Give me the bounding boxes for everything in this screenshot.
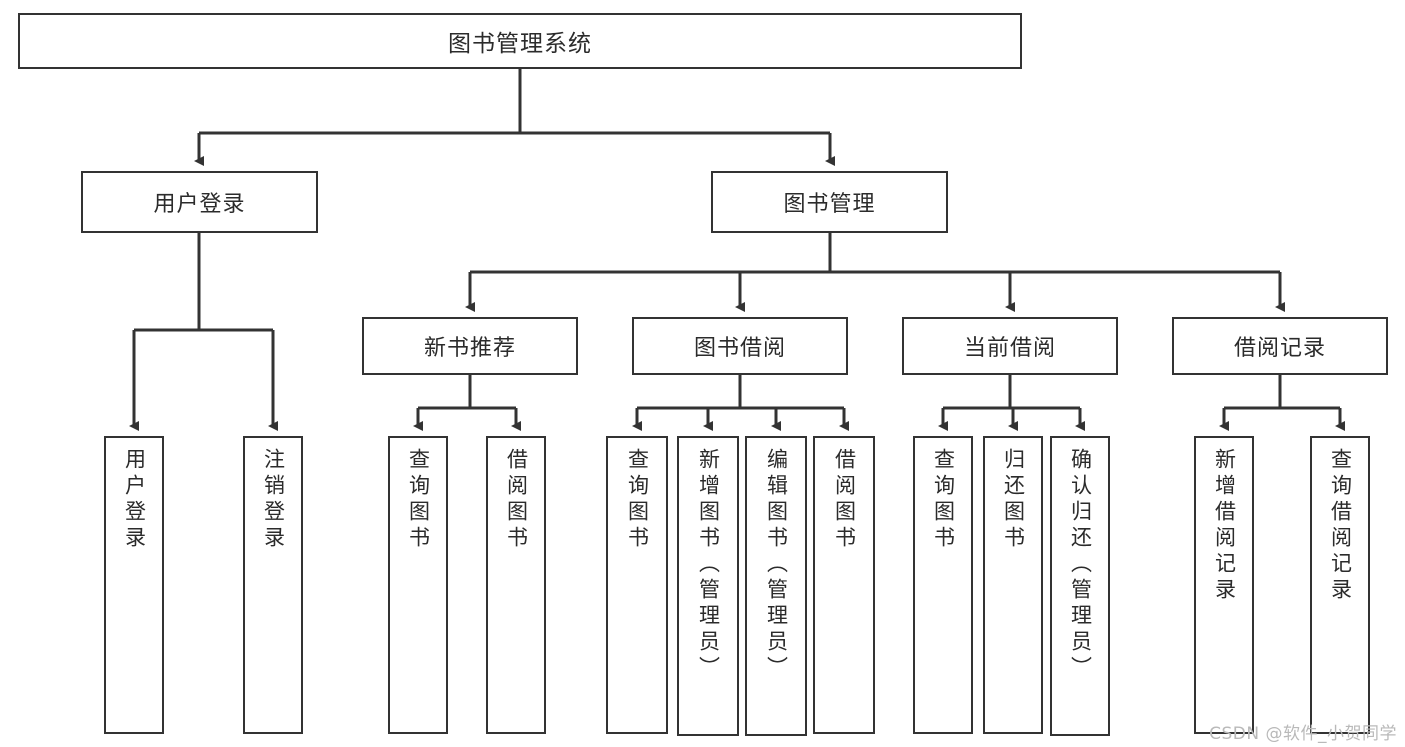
node-leaf-borrow-book-2[interactable]: 借阅图书 <box>813 436 875 734</box>
node-leaf-user-login[interactable]: 用户登录 <box>104 436 164 734</box>
node-book-manage[interactable]: 图书管理 <box>711 171 948 233</box>
node-leaf-add-borrow-record[interactable]: 新增借阅记录 <box>1194 436 1254 734</box>
leaf-label: 查询图书 <box>625 448 650 552</box>
leaf-label: 新增图书（管理员） <box>696 448 721 682</box>
node-leaf-confirm-return-admin[interactable]: 确认归还（管理员） <box>1050 436 1110 736</box>
node-leaf-edit-book-admin[interactable]: 编辑图书（管理员） <box>745 436 807 736</box>
node-root[interactable]: 图书管理系统 <box>18 13 1022 69</box>
node-leaf-query-book-2[interactable]: 查询图书 <box>606 436 668 734</box>
node-new-book-recommend[interactable]: 新书推荐 <box>362 317 578 375</box>
node-book-borrow[interactable]: 图书借阅 <box>632 317 848 375</box>
leaf-label: 借阅图书 <box>504 448 529 552</box>
leaf-label: 用户登录 <box>122 448 147 552</box>
leaf-label: 借阅图书 <box>832 448 857 552</box>
leaf-label: 注销登录 <box>261 448 286 552</box>
leaf-label: 确认归还（管理员） <box>1068 448 1093 682</box>
csdn-watermark: CSDN @软件_小贺同学 <box>1209 724 1397 744</box>
node-leaf-logout-login[interactable]: 注销登录 <box>243 436 303 734</box>
node-current-borrow[interactable]: 当前借阅 <box>902 317 1118 375</box>
node-leaf-query-borrow-record[interactable]: 查询借阅记录 <box>1310 436 1370 734</box>
node-leaf-query-book-3[interactable]: 查询图书 <box>913 436 973 734</box>
node-leaf-borrow-book-1[interactable]: 借阅图书 <box>486 436 546 734</box>
leaf-label: 查询图书 <box>406 448 431 552</box>
node-leaf-add-book-admin[interactable]: 新增图书（管理员） <box>677 436 739 736</box>
leaf-label: 查询借阅记录 <box>1328 448 1353 604</box>
node-leaf-return-book[interactable]: 归还图书 <box>983 436 1043 734</box>
node-user-login[interactable]: 用户登录 <box>81 171 318 233</box>
leaf-label: 新增借阅记录 <box>1212 448 1237 604</box>
node-leaf-query-book-1[interactable]: 查询图书 <box>388 436 448 734</box>
node-borrow-record[interactable]: 借阅记录 <box>1172 317 1388 375</box>
leaf-label: 归还图书 <box>1001 448 1026 552</box>
leaf-label: 编辑图书（管理员） <box>764 448 789 682</box>
leaf-label: 查询图书 <box>931 448 956 552</box>
